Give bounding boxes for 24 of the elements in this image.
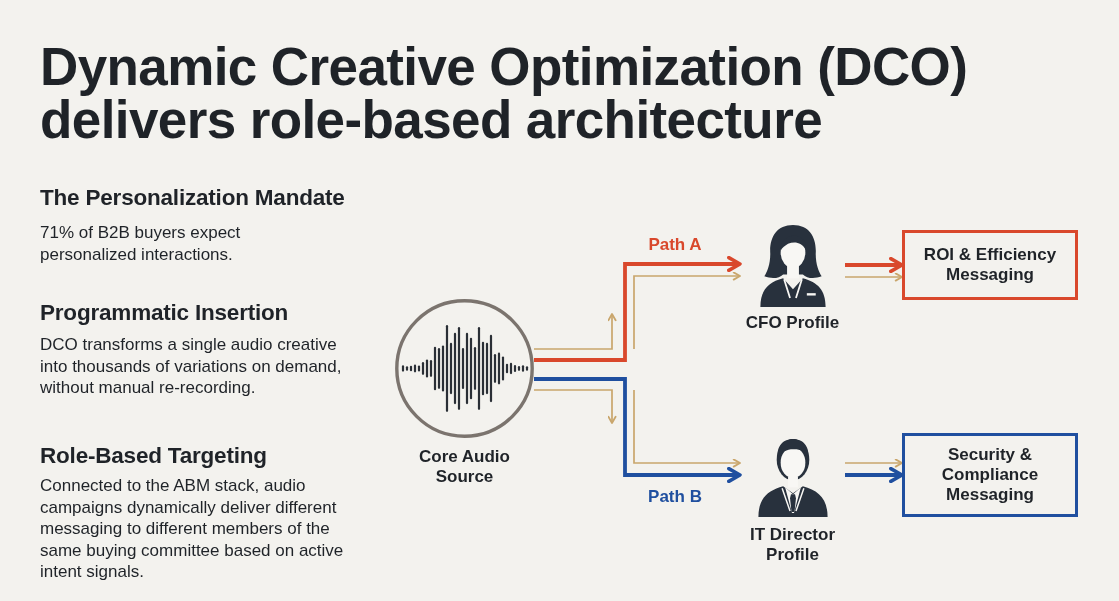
arrow	[844, 458, 903, 468]
arrow	[534, 255, 742, 362]
section-heading: Programmatic Insertion	[40, 299, 289, 326]
node-label: Core Audio Source	[418, 447, 511, 487]
message-label: ROI & Efficiency Messaging	[922, 245, 1058, 285]
node-label: IT Director Profile	[749, 525, 836, 565]
message-box	[902, 433, 1078, 517]
arrow	[844, 272, 903, 282]
message-label: Security & Compliance Messaging	[940, 445, 1040, 505]
arrow	[633, 389, 741, 468]
arrow	[633, 271, 741, 350]
arrow	[534, 377, 742, 484]
arrow	[533, 389, 617, 424]
title: Dynamic Creative Optimization (DCO) delivers role-based architecture	[40, 40, 969, 146]
body-text: DCO transforms a single audio creative into thousands of variations on demand, without manual re-recording.	[40, 334, 343, 399]
body-text: 71% of B2B buyers expect personalized interactions.	[40, 222, 242, 265]
message-box	[902, 230, 1078, 300]
arrow	[845, 256, 904, 274]
body-text: Connected to the ABM stack, audio campaigns dynamically deliver different messaging to different members of the same buying committee based on active intent signals.	[40, 475, 345, 583]
arrow	[533, 313, 617, 350]
node-label: CFO Profile	[744, 313, 841, 333]
arrow	[845, 466, 904, 484]
section-heading: Role-Based Targeting	[40, 442, 267, 469]
section-heading: The Personalization Mandate	[40, 184, 345, 211]
